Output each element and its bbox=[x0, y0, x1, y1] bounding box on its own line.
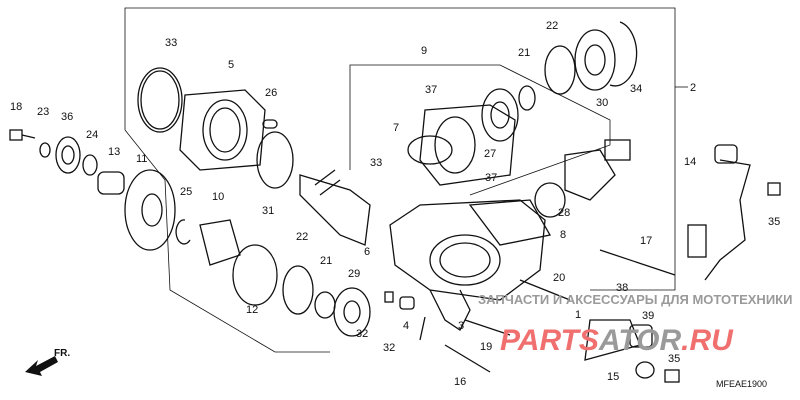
part-label: 5 bbox=[228, 59, 234, 71]
part-label: 3 bbox=[458, 320, 464, 332]
part-label: 35 bbox=[668, 353, 680, 365]
part-label: 9 bbox=[421, 45, 427, 57]
part-label: 4 bbox=[403, 320, 409, 332]
drawing-code: MFEAE1900 bbox=[716, 379, 767, 389]
part-label: 22 bbox=[546, 20, 558, 32]
part-label: 36 bbox=[61, 111, 73, 123]
part-label: 23 bbox=[37, 106, 49, 118]
part-label: 38 bbox=[616, 282, 628, 294]
watermark-brand-red: PARTS bbox=[500, 324, 599, 357]
part-label: 22 bbox=[296, 231, 308, 243]
part-label: 11 bbox=[136, 153, 147, 165]
part-shapes bbox=[9, 21, 781, 383]
front-direction-arrow: FR. bbox=[25, 348, 70, 376]
part-label: 39 bbox=[642, 310, 654, 322]
part-label: 8 bbox=[560, 229, 566, 241]
part-label: 1 bbox=[575, 309, 581, 321]
part-label: 33 bbox=[165, 37, 177, 49]
part-label: 25 bbox=[180, 186, 192, 198]
part-label: 10 bbox=[212, 191, 224, 203]
watermark: ЗАПЧАСТИ И АКСЕССУАРЫ ДЛЯ МОТОТЕХНИКИ PA… bbox=[478, 292, 792, 357]
part-label: 37 bbox=[485, 172, 497, 184]
part-label: 14 bbox=[684, 156, 696, 168]
callout-labels: 33 5 26 31 9 37 7 33 27 37 21 22 30 34 2… bbox=[10, 20, 780, 389]
part-label: 19 bbox=[480, 341, 492, 353]
part-label: 28 bbox=[558, 207, 570, 219]
watermark-brand: PARTSATOR.RU bbox=[500, 324, 734, 357]
part-label: 7 bbox=[393, 122, 399, 134]
part-label: 33 bbox=[370, 157, 382, 169]
part-label: 21 bbox=[320, 255, 332, 267]
part-label: 30 bbox=[596, 97, 608, 109]
part-label: 15 bbox=[607, 371, 619, 383]
part-label: 2 bbox=[690, 82, 696, 94]
part-label: 37 bbox=[425, 84, 437, 96]
part-label: 26 bbox=[265, 87, 277, 99]
part-label: 12 bbox=[246, 304, 258, 316]
part-label: 13 bbox=[108, 146, 120, 158]
part-label: 35 bbox=[768, 216, 780, 228]
part-label: 18 bbox=[10, 101, 22, 113]
watermark-brand-gray: ATOR bbox=[598, 324, 682, 357]
watermark-tagline: ЗАПЧАСТИ И АКСЕССУАРЫ ДЛЯ МОТОТЕХНИКИ bbox=[478, 292, 792, 307]
part-label: 20 bbox=[553, 272, 565, 284]
part-label: 32 bbox=[356, 328, 368, 340]
part-label: 16 bbox=[454, 376, 466, 388]
part-label: 17 bbox=[640, 235, 652, 247]
part-label: 29 bbox=[348, 268, 360, 280]
part-label: 31 bbox=[262, 205, 274, 217]
part-label: 34 bbox=[630, 83, 642, 95]
direction-label: FR. bbox=[54, 348, 70, 359]
part-label: 21 bbox=[518, 47, 530, 59]
part-label: 32 bbox=[383, 342, 395, 354]
part-label: 27 bbox=[484, 148, 496, 160]
part-label: 6 bbox=[364, 246, 370, 258]
watermark-brand-tld: .RU bbox=[681, 324, 734, 357]
part-label: 24 bbox=[86, 129, 98, 141]
